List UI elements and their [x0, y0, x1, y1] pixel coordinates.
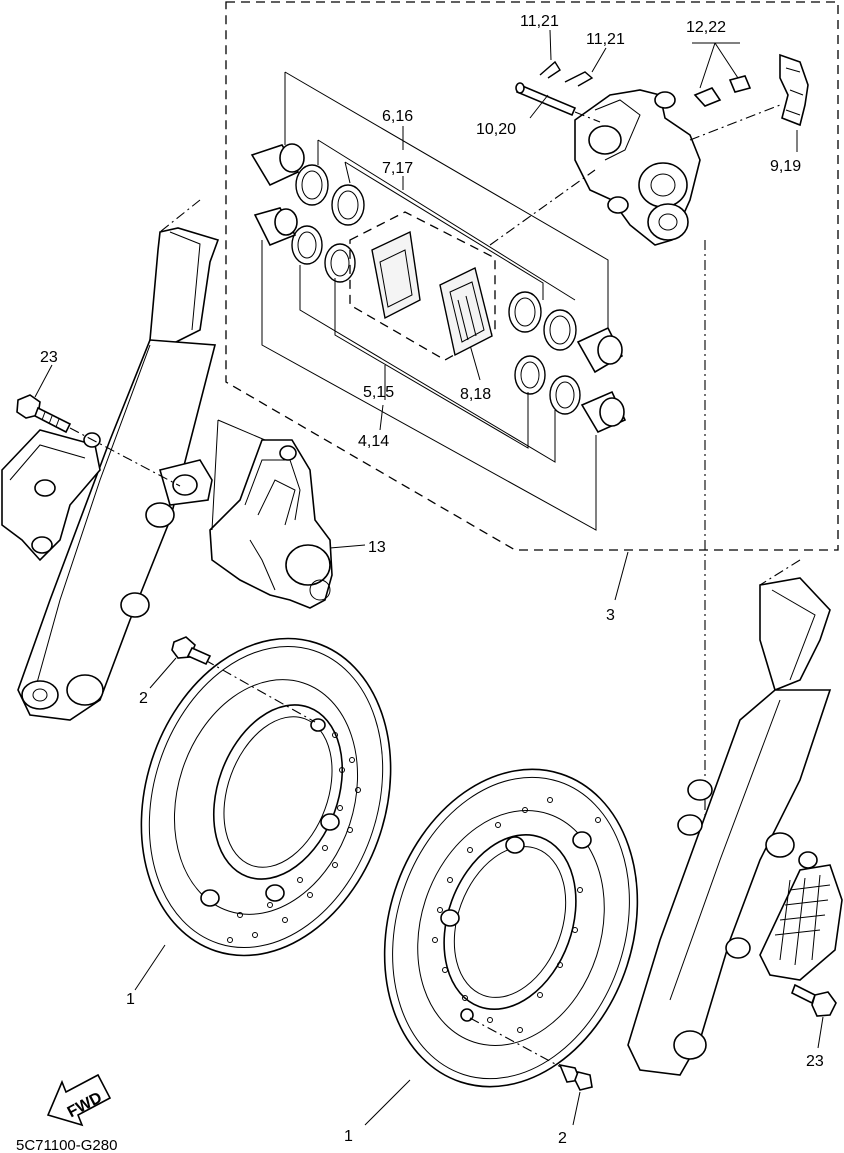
- left-caliper: [209, 419, 366, 609]
- callout-2-b: 2: [558, 1130, 567, 1147]
- brake-pads: [349, 211, 496, 361]
- callout-11-21-a: 11,21: [520, 13, 559, 30]
- caliper-assembly-boundary: [225, 1, 839, 551]
- bolt-2-left: [149, 636, 212, 689]
- fwd-arrow-icon: [46, 1073, 112, 1127]
- callout-9-19: 9,19: [770, 158, 801, 175]
- callout-23-b: 23: [806, 1053, 824, 1070]
- bolt-23-left: [16, 364, 181, 487]
- callout-2-a: 2: [139, 690, 148, 707]
- callout-1-b: 1: [344, 1128, 353, 1145]
- callout-6-16: 6,16: [382, 108, 413, 125]
- left-fender-bracket: [1, 429, 101, 562]
- pad-spring: [689, 53, 809, 152]
- left-fork-leg: [17, 199, 220, 721]
- callout-brackets: [261, 71, 609, 531]
- callout-labels: 11,21 11,21 12,22 10,20 9,19 6,16 7,17 5…: [16, 13, 824, 1153]
- pad-pin: [515, 82, 601, 123]
- callout-11-21-b: 11,21: [586, 31, 625, 48]
- right-fork-leg: [627, 559, 832, 1076]
- callout-1-a: 1: [126, 991, 135, 1008]
- callout-13: 13: [368, 539, 386, 556]
- callout-7-17: 7,17: [382, 160, 413, 177]
- bolt-23-right: [790, 983, 837, 1049]
- leader-3: [614, 551, 629, 601]
- diagram-code: 5C71100-G280: [16, 1137, 117, 1153]
- callout-8-18: 8,18: [460, 386, 491, 403]
- bleed-screw: [692, 42, 752, 107]
- caliper-body: [489, 89, 701, 246]
- callout-4-14: 4,14: [358, 433, 389, 450]
- piston-seals-lower: [508, 291, 627, 434]
- pin-clips: [539, 29, 607, 87]
- callout-5-15: 5,15: [363, 384, 394, 401]
- bolt-2-right: [558, 1063, 593, 1126]
- brake-disc-left: [134, 637, 392, 991]
- callout-10-20: 10,20: [476, 121, 516, 138]
- brake-disc-right: [364, 768, 639, 1126]
- right-fender-bracket: [759, 851, 843, 981]
- piston-seals-upper: [250, 143, 365, 283]
- callout-23-a: 23: [40, 349, 58, 366]
- callout-3: 3: [606, 607, 615, 624]
- callout-12-22: 12,22: [686, 19, 726, 36]
